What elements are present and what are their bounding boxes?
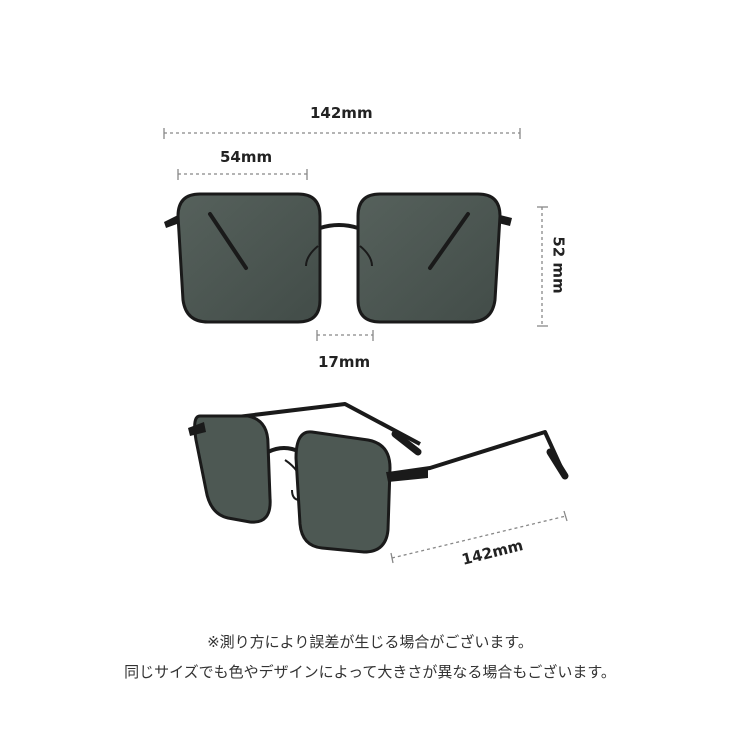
side-right-lens (294, 430, 392, 554)
front-left-lens (176, 192, 322, 324)
total-width-dimension-line (163, 128, 521, 139)
note-size-variation: 同じサイズでも色やデザインによって大きさが異なる場合もございます。 (124, 663, 616, 681)
bridge-width-dimension-line (316, 330, 374, 341)
lens-height-dimension-line (537, 206, 548, 327)
temple-length-dimension-line (390, 510, 568, 564)
total-width-label: 142mm (310, 104, 373, 122)
side-left-lens (193, 414, 272, 524)
note-measurement-error: ※測り方により誤差が生じる場合がございます。 (207, 633, 533, 651)
front-right-lens (356, 192, 502, 324)
front-bridge (319, 223, 359, 230)
lens-height-label: 52 mm (549, 236, 568, 294)
bridge-width-label: 17mm (318, 353, 371, 371)
front-nose-pads (305, 245, 319, 267)
lens-width-dimension-line (177, 169, 308, 180)
lens-width-label: 54mm (220, 148, 273, 166)
